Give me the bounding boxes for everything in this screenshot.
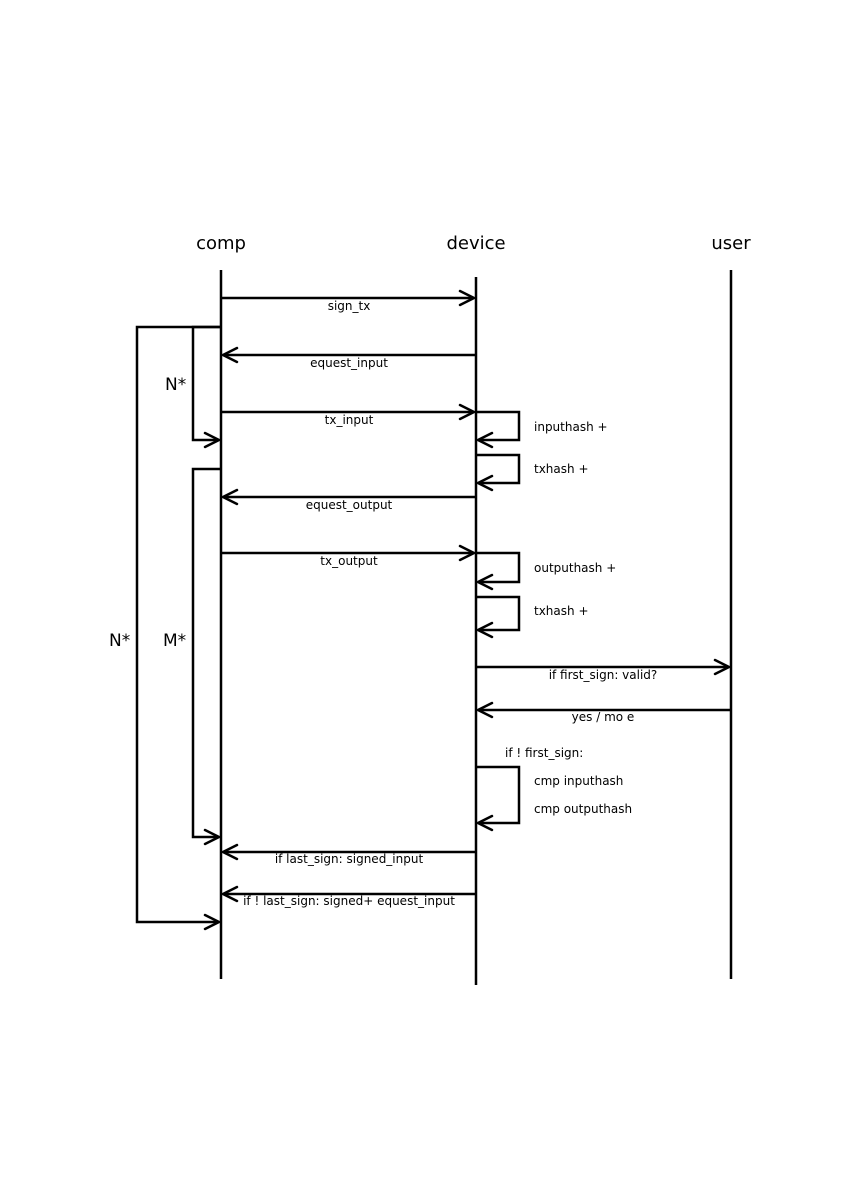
arrowhead-left — [476, 474, 494, 492]
arrowhead-right — [458, 289, 476, 307]
message-label: sign_tx — [328, 299, 371, 313]
message-label: tx_input — [325, 413, 374, 427]
loop-input-label: N* — [165, 375, 186, 395]
loop-outer: N* — [109, 325, 221, 931]
message-label: if first_sign: valid? — [549, 668, 658, 682]
actor-user: user — [711, 233, 751, 254]
arrowhead-left — [221, 346, 239, 364]
arrowhead-left — [476, 621, 494, 639]
loop-outer-label: N* — [109, 631, 130, 651]
message-signed-input: if last_sign: signed_input — [221, 843, 476, 866]
arrowhead-left — [221, 843, 239, 861]
arrowhead-right — [713, 658, 731, 676]
self-message-compare: if ! first_sign: cmp inputhash cmp outpu… — [476, 746, 632, 832]
actor-device: device — [446, 233, 505, 254]
arrowhead-right — [203, 431, 221, 449]
self-message-outputhash: outputhash + — [476, 551, 616, 591]
arrowhead-right — [458, 403, 476, 421]
message-tx-output: tx_output — [221, 544, 476, 568]
self-message-label: inputhash + — [534, 420, 608, 434]
message-label: if last_sign: signed_input — [275, 852, 424, 866]
self-message-inputhash: inputhash + — [476, 410, 608, 449]
loop-output-label: M* — [163, 631, 186, 651]
arrowhead-right — [203, 913, 221, 931]
arrowhead-left — [476, 431, 494, 449]
arrowhead-left — [221, 488, 239, 506]
message-confirm: if first_sign: valid? — [476, 658, 731, 682]
message-label: equest_output — [306, 498, 393, 512]
actor-comp: comp — [196, 233, 246, 254]
arrowhead-right — [203, 828, 221, 846]
self-message-txhash-output: txhash + — [476, 595, 589, 639]
arrowhead-left — [476, 573, 494, 591]
message-reply: yes / mo e — [476, 701, 731, 724]
loop-input: N* — [165, 325, 221, 449]
self-message-label: cmp outputhash — [534, 802, 632, 816]
self-message-txhash-input: txhash + — [476, 453, 589, 492]
message-label: tx_output — [320, 554, 378, 568]
self-message-label: txhash + — [534, 462, 589, 476]
condition-label: if ! first_sign: — [505, 746, 583, 760]
message-label: equest_input — [310, 356, 388, 370]
message-sign-tx: sign_tx — [221, 289, 476, 313]
message-label: if ! last_sign: signed+ equest_input — [243, 894, 455, 908]
arrowhead-left — [476, 701, 494, 719]
message-request-output: equest_output — [221, 488, 476, 512]
arrowhead-left — [476, 814, 494, 832]
arrowhead-right — [458, 544, 476, 562]
self-message-label: outputhash + — [534, 561, 616, 575]
arrowhead-left — [221, 885, 239, 903]
message-request-input: equest_input — [221, 346, 476, 370]
message-label: yes / mo e — [572, 710, 635, 724]
message-tx-input: tx_input — [221, 403, 476, 427]
self-message-label: cmp inputhash — [534, 774, 623, 788]
message-signed-request-input: if ! last_sign: signed+ equest_input — [221, 885, 476, 908]
self-message-label: txhash + — [534, 604, 589, 618]
loop-output: M* — [163, 467, 221, 846]
